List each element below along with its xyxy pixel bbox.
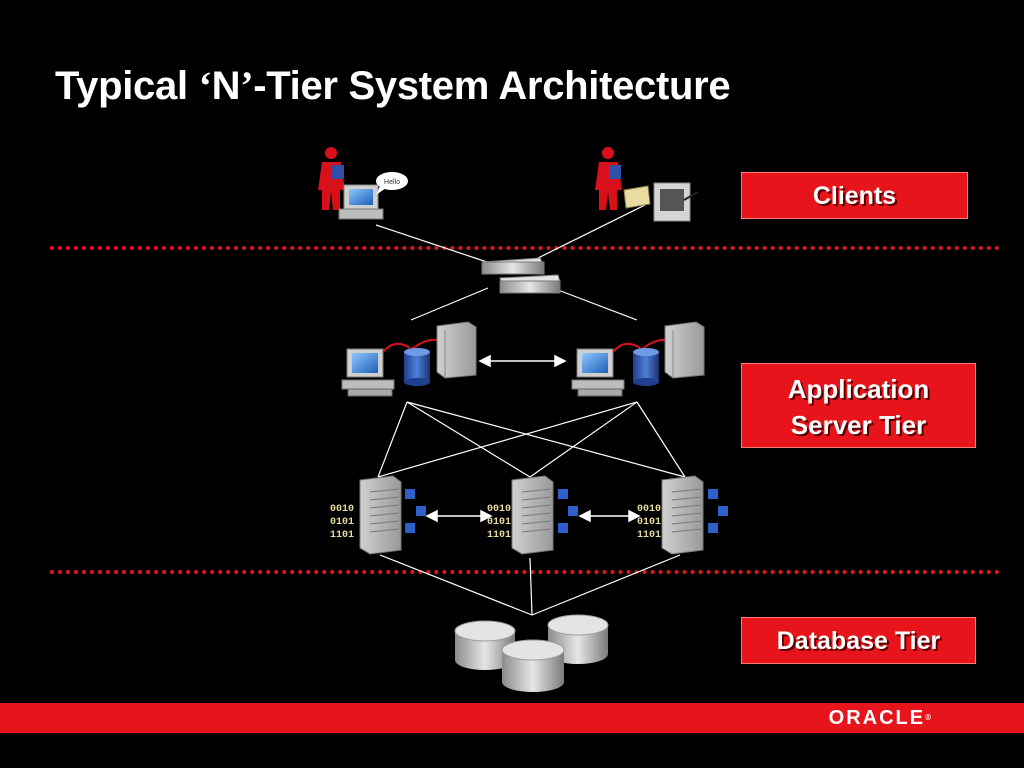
data-server-right-icon: 0010 0101 1101	[637, 475, 728, 555]
data-server-left-icon: 0010 0101 1101	[330, 475, 426, 555]
network-lines	[375, 204, 686, 616]
database-cylinders-icon	[454, 614, 609, 692]
svg-text:0010 0101 1101: 0010 0101 1101	[637, 504, 667, 541]
clients-tier-label: Clients	[741, 172, 968, 219]
client-terminal-right-icon	[623, 182, 699, 222]
svg-text:0010 0101 1101: 0010 0101 1101	[487, 504, 517, 541]
app-server-left-icon	[341, 321, 477, 397]
tier-divider-bottom	[50, 570, 1000, 574]
speech-bubble-icon: Hello	[376, 172, 408, 195]
client-user-right-icon	[595, 147, 622, 210]
client-user-left-icon	[318, 147, 345, 210]
slide-title: Typical ‘N’-Tier System Architecture	[55, 63, 731, 108]
database-tier-label: Database Tier	[741, 617, 976, 664]
footer-bar	[0, 703, 1024, 733]
data-server-middle-icon: 0010 0101 1101	[487, 475, 578, 555]
oracle-logo: ORACLE®	[828, 707, 931, 729]
client-pc-left-icon	[338, 184, 384, 220]
tier-divider-top	[50, 246, 1000, 250]
network-switch-icon	[481, 257, 561, 294]
double-arrows	[425, 354, 641, 523]
app-server-right-icon	[571, 321, 705, 397]
svg-text:Hello: Hello	[384, 179, 400, 186]
svg-text:0010 0101 1101: 0010 0101 1101	[330, 504, 360, 541]
